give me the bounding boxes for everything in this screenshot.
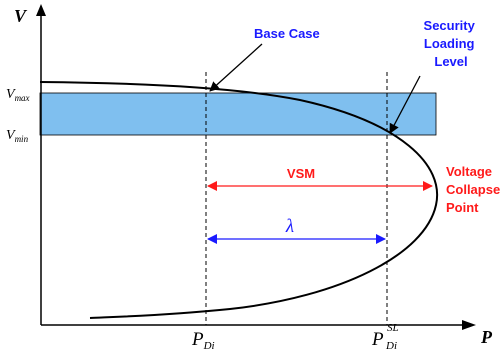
y-axis-arrow xyxy=(36,4,46,16)
x-axis-label: P xyxy=(480,327,493,347)
pdisl-label: P xyxy=(371,329,384,350)
pdisl-sup: SL xyxy=(387,322,399,334)
security-level-arrow xyxy=(389,75,421,134)
voltage-collapse-point-label: Voltage Collapse Point xyxy=(446,164,501,215)
security-loading-level-label: Security Loading Level xyxy=(424,18,479,69)
x-axis-arrow xyxy=(462,320,476,330)
vmin-label: Vmin xyxy=(6,128,29,144)
vmax-label: Vmax xyxy=(6,87,30,103)
y-axis-label: V xyxy=(14,6,28,26)
vsm-label: VSM xyxy=(287,166,315,181)
base-case-label: Base Case xyxy=(254,26,320,41)
base-case-arrow xyxy=(209,43,263,92)
lambda-label: λ xyxy=(285,216,294,237)
pdisl-sub: Di xyxy=(385,340,397,352)
pdi-label: PDi xyxy=(191,329,215,352)
security-band xyxy=(39,92,437,136)
